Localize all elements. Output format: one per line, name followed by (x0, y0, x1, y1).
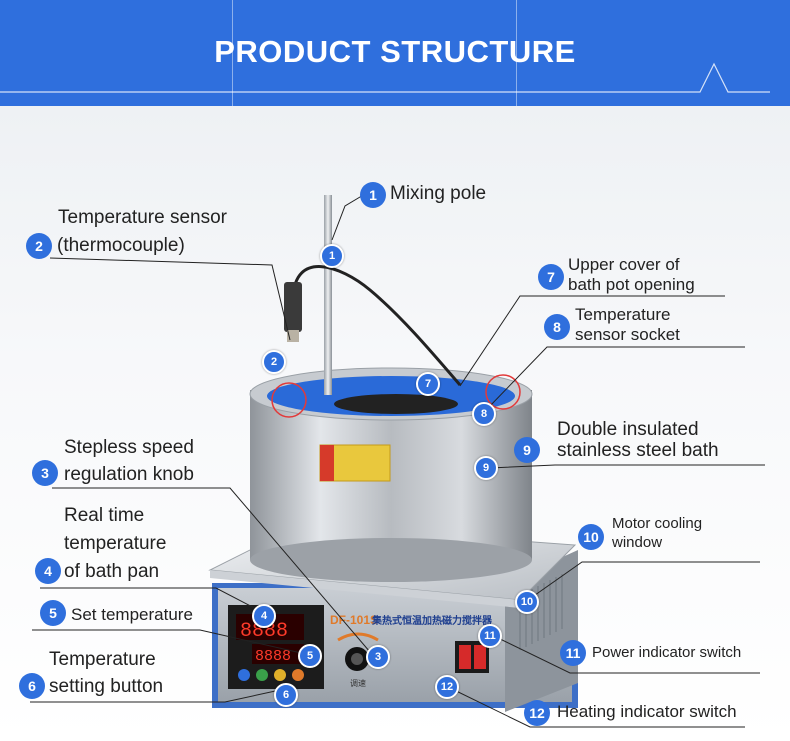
pin-5: 5 (298, 644, 322, 668)
callout-realtime-line3: of bath pan (64, 561, 160, 582)
callout-cooling-line1: Motor cooling (612, 515, 703, 532)
callout-knob-line2: regulation knob (64, 464, 194, 485)
knob-label: 调速 (350, 679, 366, 688)
callout-power-switch: Power indicator switch (592, 644, 742, 661)
callout-realtime-line2: temperature (64, 533, 167, 554)
pin-9: 9 (474, 456, 498, 480)
brand-text: 集热式恒温加热磁力搅拌器 (371, 614, 493, 627)
page-title: PRODUCT STRUCTURE (214, 34, 576, 69)
callout-socket-line2: sensor socket (575, 325, 680, 344)
callout-socket-line1: Temperature (575, 305, 671, 324)
callout-bath-line1: Double insulated (557, 419, 699, 440)
callout-number: 1 (360, 182, 386, 208)
callout-number: 7 (538, 264, 564, 290)
callout-cooling-line2: window (612, 534, 663, 551)
callout-cover-line2: bath pot opening (568, 275, 695, 294)
header-deco (0, 62, 770, 93)
header-divider (232, 0, 233, 106)
callout-realtime-line1: Real time (64, 505, 145, 526)
display-bottom: 8888 (255, 648, 291, 665)
header-divider (516, 0, 517, 106)
callout-bath-line2: stainless steel bath (557, 440, 719, 461)
header-banner: PRODUCT STRUCTURE (0, 0, 790, 106)
pin-2: 2 (262, 350, 286, 374)
model-text: DF-101S (330, 613, 378, 627)
callout-button-line2: setting button (49, 676, 164, 697)
callout-number: 4 (35, 558, 61, 584)
callout-number: 8 (544, 314, 570, 340)
callout-number: 3 (32, 460, 58, 486)
callout-sensor-line1: Temperature sensor (58, 207, 227, 228)
callout-button-line1: Temperature (49, 649, 156, 670)
display-top: 8888 (240, 620, 288, 643)
pin-6: 6 (274, 683, 298, 707)
callout-number: 6 (19, 673, 45, 699)
pin-11: 11 (478, 624, 502, 648)
callout-knob-line1: Stepless speed (64, 437, 194, 458)
callout-number: 5 (40, 600, 66, 626)
callout-cover-line1: Upper cover of (568, 255, 680, 274)
pin-10: 10 (515, 590, 539, 614)
pin-4: 4 (252, 604, 276, 628)
pin-12: 12 (435, 675, 459, 699)
pin-1: 1 (320, 244, 344, 268)
callout-number: 10 (578, 524, 604, 550)
pin-3: 3 (366, 645, 390, 669)
callout-set-temperature: Set temperature (71, 605, 193, 624)
pin-8: 8 (472, 402, 496, 426)
callout-sensor-line2: (thermocouple) (57, 235, 185, 256)
callout-number: 11 (560, 640, 586, 666)
callout-number: 2 (26, 233, 52, 259)
callout-number: 12 (524, 700, 550, 726)
callout-mixing-pole: Mixing pole (390, 183, 487, 204)
callout-heating-switch: Heating indicator switch (557, 702, 737, 721)
pin-7: 7 (416, 372, 440, 396)
callout-number: 9 (514, 437, 540, 463)
